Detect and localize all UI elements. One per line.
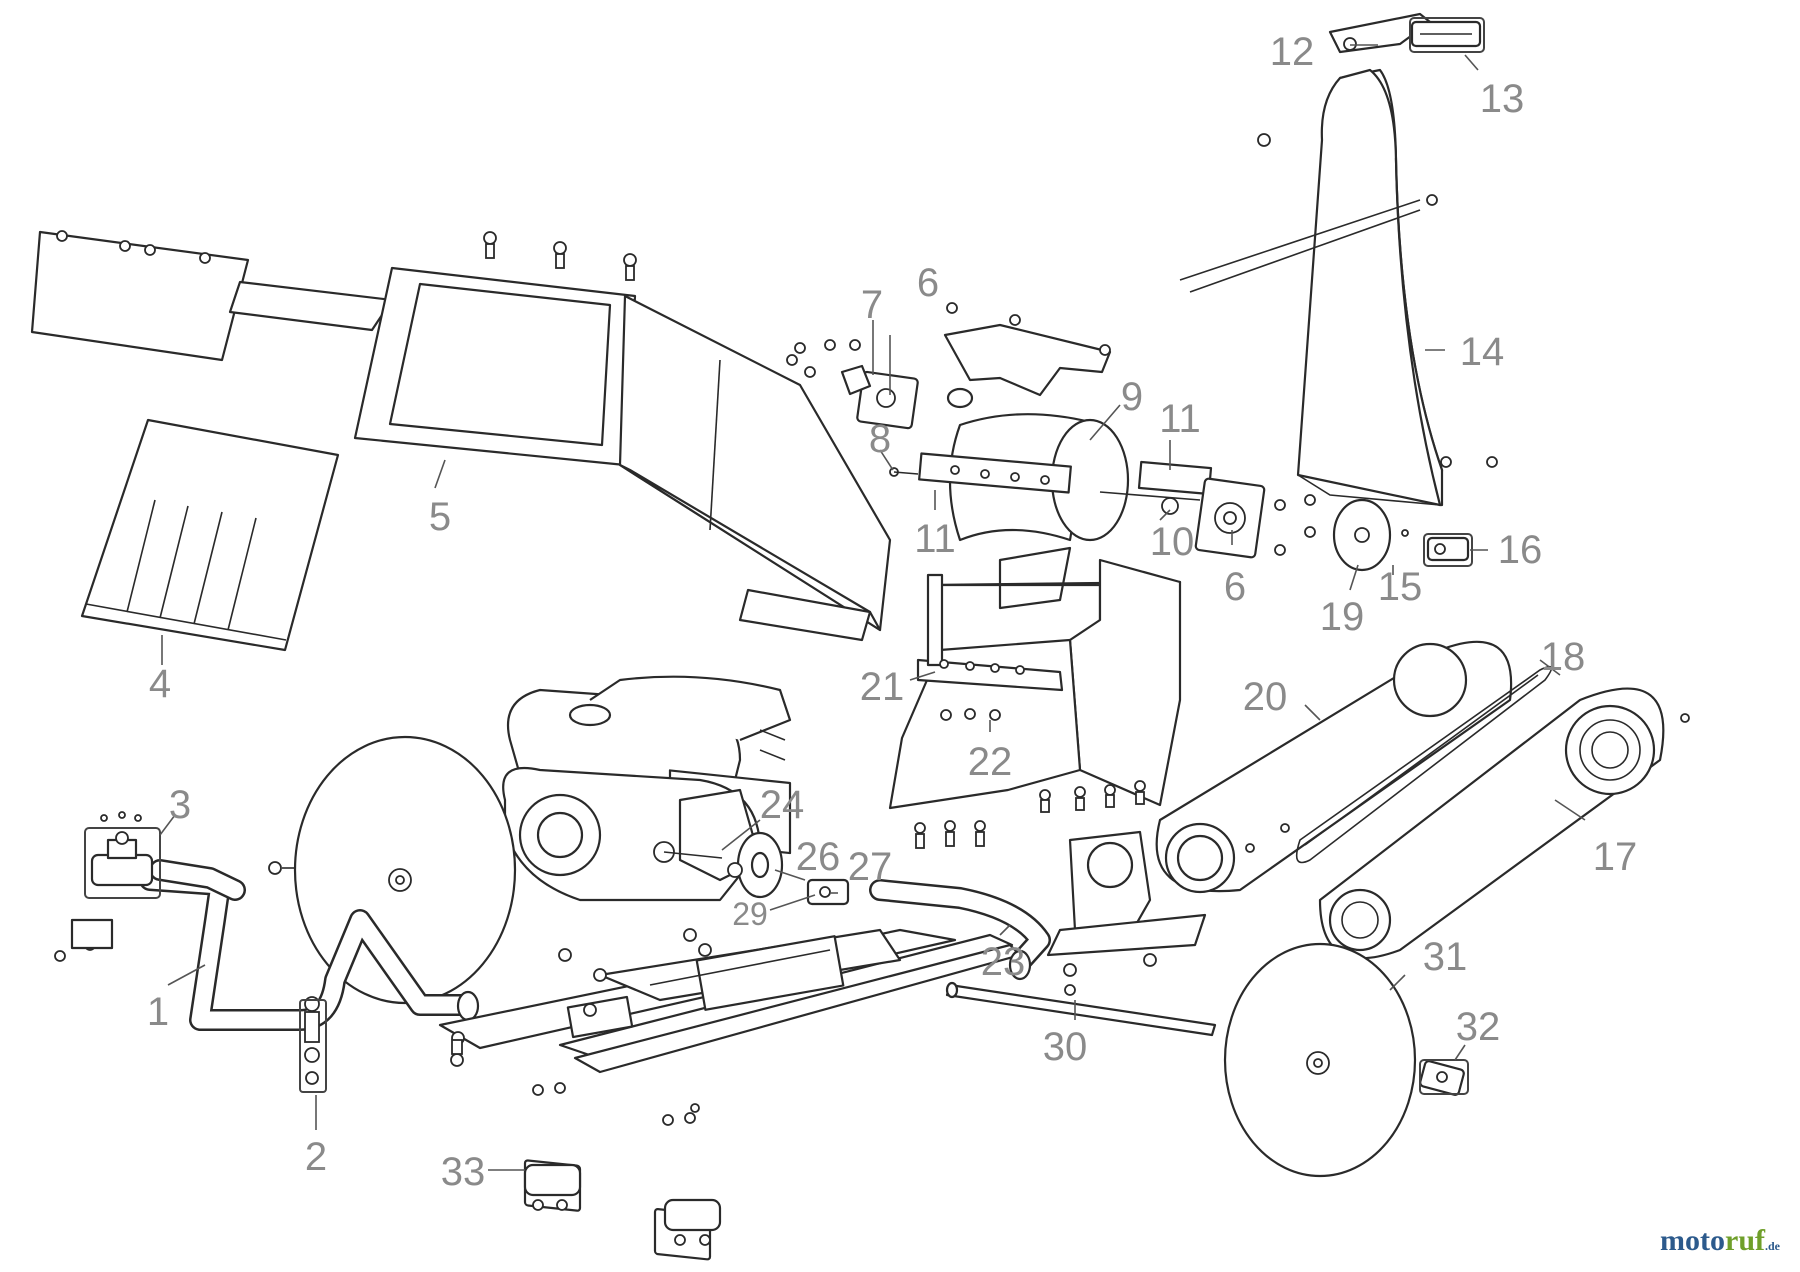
- leader-lines: [159, 44, 1586, 1171]
- label-20: 20: [1243, 675, 1288, 719]
- label-7: 7: [861, 283, 883, 327]
- label-6-lower: 6: [1224, 565, 1246, 609]
- label-13: 13: [1480, 77, 1525, 121]
- chute-deflector: [1328, 12, 1482, 54]
- discharge-chute: [1179, 68, 1498, 507]
- label-29: 29: [732, 896, 768, 932]
- watermark-suffix: .de: [1765, 1239, 1780, 1253]
- label-26: 26: [796, 835, 841, 879]
- watermark-part1: moto: [1660, 1224, 1725, 1257]
- flap-plate: [30, 230, 394, 362]
- rubber-curtain: [80, 418, 340, 652]
- callout-box-13: [1409, 17, 1485, 53]
- label-33: 33: [441, 1150, 486, 1194]
- watermark-part2: ruf: [1725, 1224, 1765, 1257]
- rubber-foot: [90, 811, 154, 887]
- belt-cover-outer: [1318, 687, 1690, 960]
- label-22: 22: [968, 740, 1013, 784]
- watermark-logo: motoruf.de: [1660, 1224, 1780, 1258]
- label-32: 32: [1456, 1005, 1501, 1049]
- label-16: 16: [1498, 528, 1543, 572]
- rubber-mounts: [523, 1082, 722, 1261]
- label-5: 5: [429, 495, 451, 539]
- label-10: 10: [1150, 520, 1195, 564]
- chipper-rotor: [889, 413, 1213, 542]
- label-17: 17: [1593, 835, 1638, 879]
- label-3: 3: [169, 783, 191, 827]
- cutter-housing: [888, 546, 1182, 810]
- label-11-lower: 11: [914, 517, 956, 561]
- label-8: 8: [869, 417, 891, 461]
- label-6-upper: 6: [917, 261, 939, 305]
- drive-tube: [869, 879, 1051, 981]
- label-31: 31: [1423, 935, 1468, 979]
- engine-pulley: [727, 831, 850, 906]
- motor-mount: [914, 780, 1207, 996]
- label-11-upper: 11: [1159, 397, 1201, 441]
- callout-box-3: [84, 827, 161, 899]
- label-18: 18: [1541, 635, 1586, 679]
- label-23: 23: [981, 940, 1026, 984]
- bolt-set: [304, 996, 320, 1085]
- drive-pulley-rotor: [1274, 494, 1470, 572]
- label-14: 14: [1460, 330, 1505, 374]
- label-4: 4: [149, 662, 171, 706]
- label-9: 9: [1121, 375, 1143, 419]
- label-21: 21: [860, 665, 905, 709]
- belt-cover-inner: [1155, 640, 1513, 894]
- label-15: 15: [1378, 565, 1423, 609]
- bearing-assembly-upper: [786, 302, 1112, 430]
- wheel-right: [1223, 942, 1465, 1178]
- feed-hopper: [353, 231, 892, 642]
- axle: [945, 981, 1217, 1037]
- label-30: 30: [1043, 1025, 1088, 1069]
- callout-box-32: [1419, 1059, 1469, 1095]
- callout-box-2: [299, 999, 327, 1093]
- chassis-frame: [438, 928, 1022, 1074]
- stand-handle: [54, 859, 480, 1031]
- bearing-block-lower: [1194, 477, 1266, 559]
- label-1: 1: [147, 990, 169, 1034]
- label-19: 19: [1320, 595, 1365, 639]
- label-12: 12: [1270, 30, 1315, 74]
- v-belt: [1295, 665, 1553, 864]
- label-24: 24: [760, 783, 805, 827]
- label-27: 27: [848, 845, 893, 889]
- part-labels: 1 2 3 4 5 6 6 7 8 9 10 11 11 12 13 14 15…: [147, 30, 1637, 1194]
- label-2: 2: [305, 1135, 327, 1179]
